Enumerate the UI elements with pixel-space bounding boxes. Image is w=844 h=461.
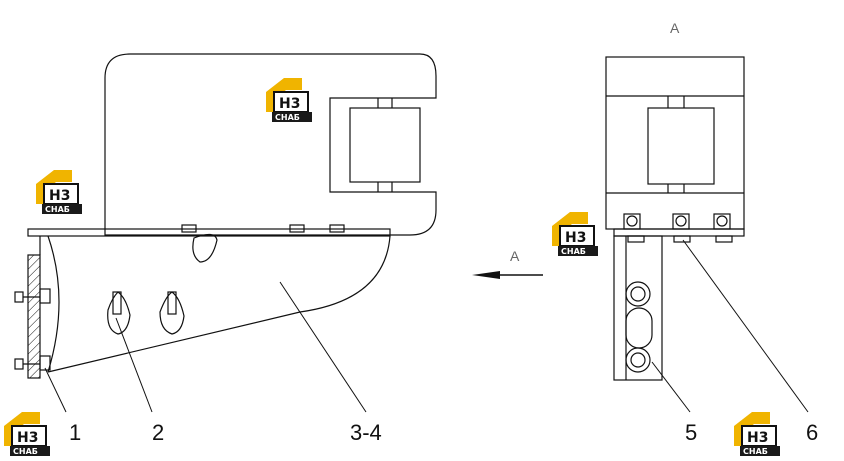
bolt-lower <box>14 355 51 371</box>
logo-watermark: H3 CHAБ <box>3 411 51 457</box>
bracket-body <box>47 235 391 373</box>
top-block-window <box>647 107 715 185</box>
slot <box>625 307 653 349</box>
view-arrow <box>472 271 543 279</box>
slot-cutout-1 <box>192 233 218 263</box>
right-view <box>605 56 745 381</box>
nut-2 <box>672 213 690 230</box>
svg-text:H3: H3 <box>279 96 300 112</box>
logo-watermark: H3 CHAБ <box>265 77 313 123</box>
svg-text:CHAБ: CHAБ <box>743 447 768 456</box>
top-block <box>605 56 745 230</box>
svg-text:CHAБ: CHAБ <box>561 247 586 256</box>
svg-text:CHAБ: CHAБ <box>45 205 70 214</box>
callout-2: 2 <box>152 420 164 445</box>
upper-plate-window <box>349 107 421 183</box>
bracket-top-flange <box>27 228 391 237</box>
logo-watermark: H3 CHAБ <box>733 411 781 457</box>
svg-text:H3: H3 <box>17 430 38 446</box>
slot-cutout-2 <box>107 291 131 335</box>
svg-text:H3: H3 <box>565 230 586 246</box>
left-view <box>14 53 437 379</box>
vertical-bracket <box>613 235 663 381</box>
svg-text:CHAБ: CHAБ <box>275 113 300 122</box>
slot-cutout-3 <box>159 291 185 335</box>
nut-3 <box>713 213 731 230</box>
callout-1: 1 <box>69 420 81 445</box>
hatched-plate <box>27 254 41 379</box>
callout-6: 6 <box>806 420 818 445</box>
bolt-upper <box>14 288 51 304</box>
upper-plate-outline <box>104 53 437 236</box>
callout-5: 5 <box>685 420 697 445</box>
flange <box>613 228 745 237</box>
svg-text:H3: H3 <box>49 188 70 204</box>
view-title: A <box>670 20 680 36</box>
nut-1 <box>623 213 641 230</box>
leader-lines <box>44 239 809 413</box>
svg-text:CHAБ: CHAБ <box>13 447 38 456</box>
logo-watermark: H3 CHAБ <box>551 211 599 257</box>
view-arrow-label: A <box>510 248 520 264</box>
logo-watermark: H3 CHAБ <box>35 169 83 215</box>
svg-text:H3: H3 <box>747 430 768 446</box>
callout-3-4: 3-4 <box>350 420 382 445</box>
